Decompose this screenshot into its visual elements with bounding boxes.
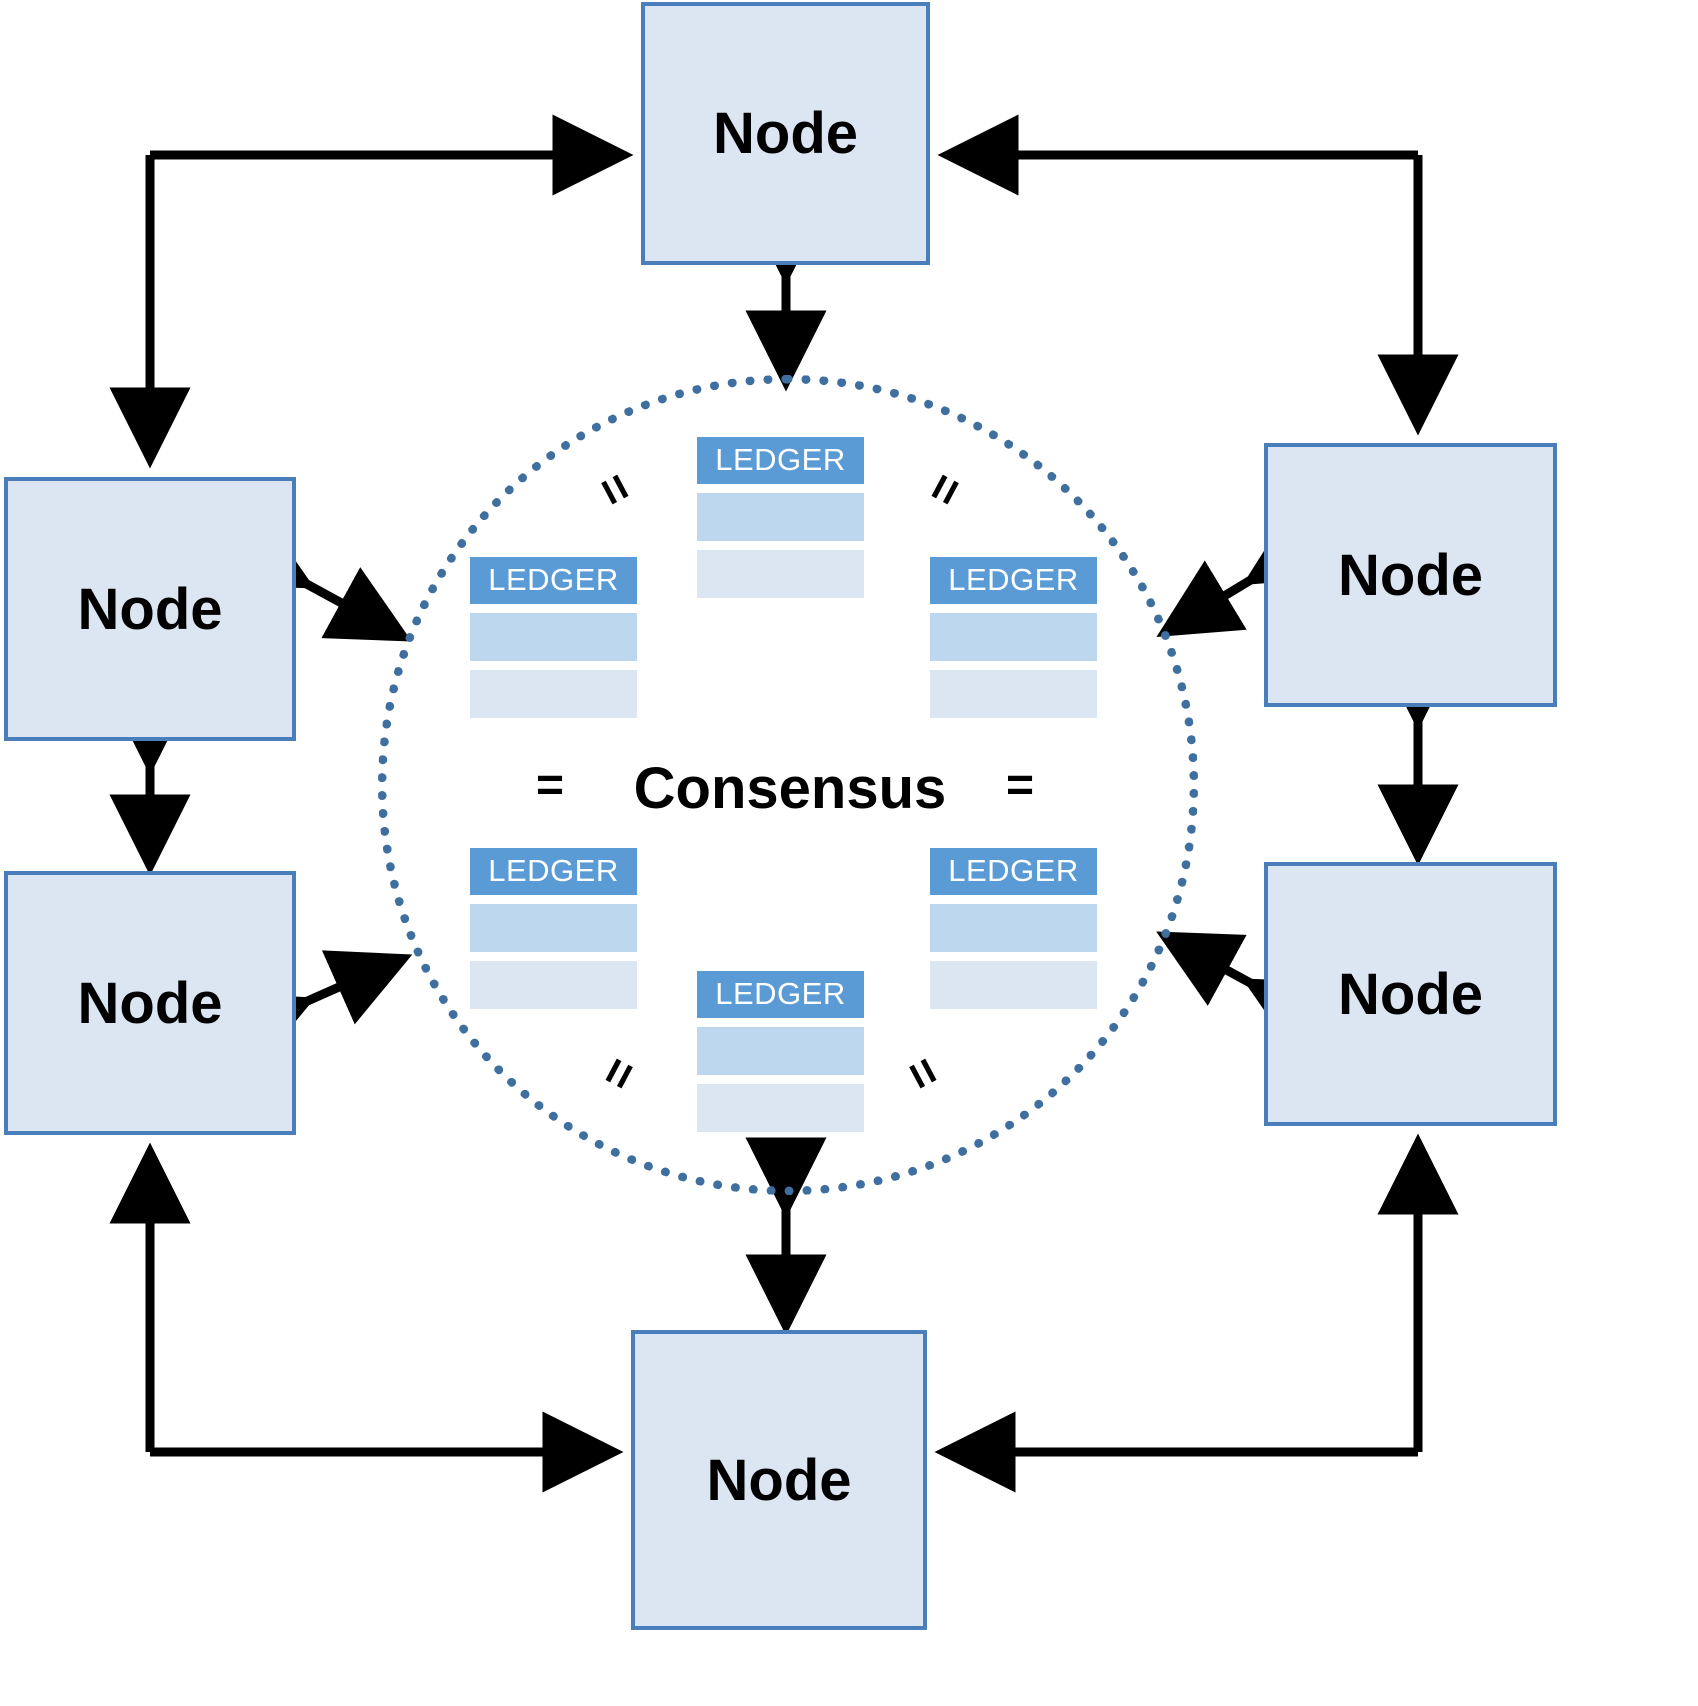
ledger-header: LEDGER	[470, 557, 637, 604]
node-box-bottom[interactable]: Node	[631, 1330, 927, 1630]
ledger-header: LEDGER	[930, 557, 1097, 604]
ledger-row-1	[697, 1027, 864, 1075]
ledger-row-1	[470, 904, 637, 952]
node-label: Node	[706, 1447, 852, 1513]
node-label: Node	[77, 970, 223, 1036]
ledger-card-top[interactable]: LEDGER	[697, 437, 864, 598]
node-box-left-upper[interactable]: Node	[4, 477, 296, 741]
node-box-left-lower[interactable]: Node	[4, 871, 296, 1135]
arrow-rightlower-to-consensus	[1156, 931, 1333, 1053]
ledger-row-2	[697, 1084, 864, 1132]
ledger-card-lower-left[interactable]: LEDGER	[470, 848, 637, 1009]
ledger-row-1	[697, 493, 864, 541]
arrow-leftupper-to-consensus	[224, 514, 412, 642]
ledger-card-upper-left[interactable]: LEDGER	[470, 557, 637, 718]
node-box-top[interactable]: Node	[641, 2, 930, 265]
ledger-row-1	[470, 613, 637, 661]
ledger-row-2	[930, 670, 1097, 718]
ledger-card-lower-right[interactable]: LEDGER	[930, 848, 1097, 1009]
equals-sign-middle-right: =	[1006, 759, 1035, 812]
ledger-row-1	[930, 613, 1097, 661]
ledger-header: LEDGER	[697, 437, 864, 484]
node-box-right-lower[interactable]: Node	[1264, 862, 1557, 1126]
ledger-row-2	[930, 961, 1097, 1009]
equals-sign-middle-left: =	[536, 759, 565, 812]
node-label: Node	[77, 576, 223, 642]
arrow-rightupper-to-consensus	[1156, 508, 1333, 637]
consensus-label: Consensus	[633, 756, 947, 821]
node-label: Node	[713, 101, 858, 166]
ledger-row-1	[930, 904, 1097, 952]
node-label: Node	[1338, 542, 1483, 608]
ledger-header: LEDGER	[470, 848, 637, 895]
node-label: Node	[1338, 961, 1483, 1027]
ledger-header: LEDGER	[697, 971, 864, 1018]
arrow-leftlower-to-consensus	[224, 950, 413, 1068]
consensus-boundary-circle	[378, 375, 1198, 1195]
ledger-row-2	[470, 961, 637, 1009]
ledger-header: LEDGER	[930, 848, 1097, 895]
ledger-card-upper-right[interactable]: LEDGER	[930, 557, 1097, 718]
ledger-row-2	[470, 670, 637, 718]
ledger-row-2	[697, 550, 864, 598]
ledger-card-bottom[interactable]: LEDGER	[697, 971, 864, 1132]
node-box-right-upper[interactable]: Node	[1264, 443, 1557, 707]
